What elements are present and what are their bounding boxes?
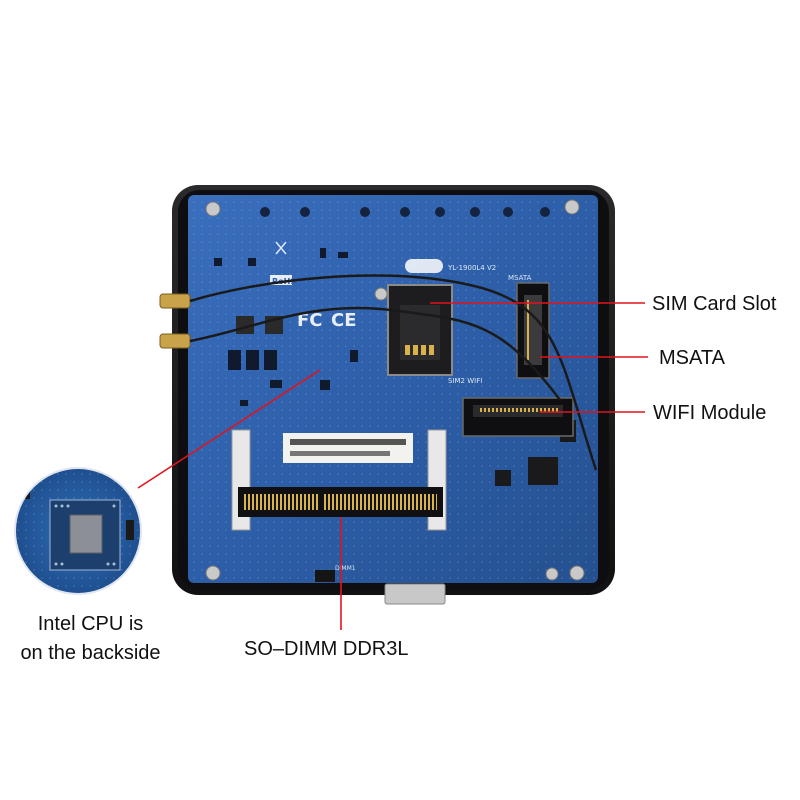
cpu-note-line1: Intel CPU is (37, 613, 144, 635)
svg-text:YL-1900L4 V2: YL-1900L4 V2 (447, 264, 496, 272)
svg-text:SIM2 WIFI: SIM2 WIFI (448, 377, 482, 385)
svg-text:FC: FC (297, 310, 323, 331)
so-dimm-label: SO–DIMM DDR3L (244, 638, 409, 660)
callout-lines (137, 302, 648, 630)
cpu-callout-line (137, 369, 321, 489)
cpu-zoom-inset (14, 467, 142, 595)
svg-text:CE: CE (331, 310, 357, 331)
cpu-note-line2: on the backside (20, 642, 161, 664)
sim-card-slot-label: SIM Card Slot (652, 293, 777, 315)
brand-logo (405, 259, 443, 273)
cpu-die (69, 514, 103, 554)
msata-label: MSATA (659, 347, 725, 369)
so-dimm-slot (231, 429, 447, 531)
svg-text:MSATA: MSATA (508, 274, 532, 282)
ram-label-sticker (283, 433, 413, 463)
svg-text:DIMM1: DIMM1 (335, 565, 356, 572)
antenna-cables (189, 274, 598, 471)
antenna-connector-icon (159, 293, 191, 349)
wifi-module-label: WIFI Module (653, 402, 767, 424)
mounting-screw-icon (205, 199, 585, 581)
motherboard: YL-1900L4 V2 MSATA SIM2 WIFI DIMM1 RoHS … (159, 195, 598, 605)
wifi-module-slot (462, 397, 574, 437)
rear-ports (315, 570, 446, 605)
sim-card-slot (387, 284, 453, 376)
